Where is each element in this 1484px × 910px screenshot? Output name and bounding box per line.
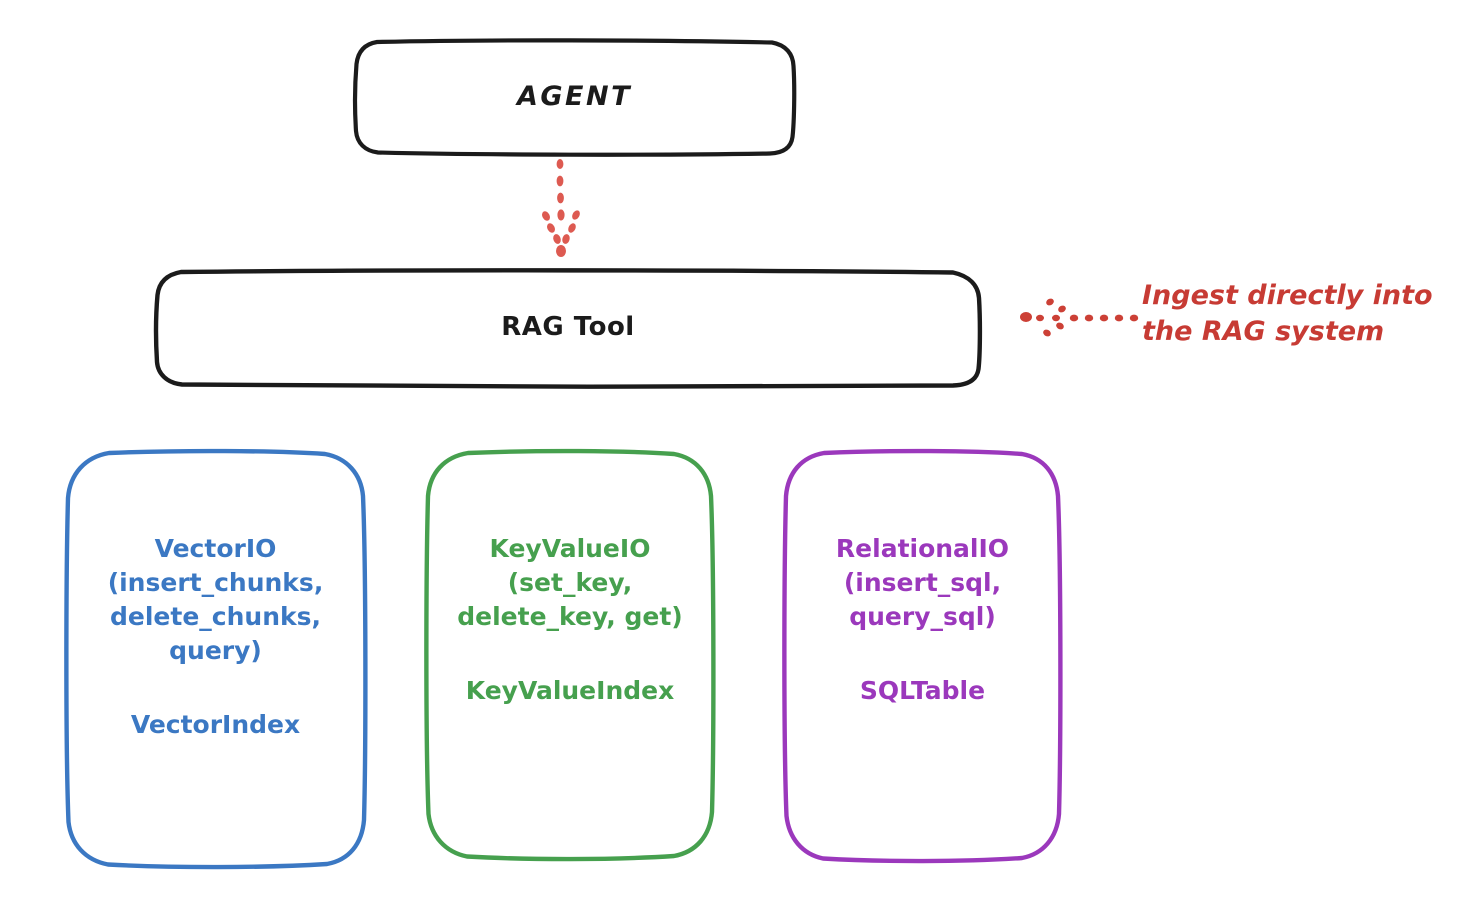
ingest-to-rag-connector	[1020, 298, 1139, 337]
node-agent[interactable]: AGENT	[352, 38, 797, 157]
vector-io-index-label: VectorIndex	[130, 710, 301, 739]
relational-io-box-outline	[782, 448, 1063, 864]
annotation-ingest-directly: Ingest directly into the RAG system	[1142, 280, 1433, 347]
rag-tool-label: RAG Tool	[501, 312, 635, 343]
agent-to-rag-connector	[542, 159, 580, 257]
key-value-io-index-label: KeyValueIndex	[465, 676, 675, 705]
node-key-value-io[interactable]: KeyValueIO (set_key, delete_key, get) Ke…	[424, 448, 716, 870]
vector-io-api-label: VectorIO (insert_chunks, delete_chunks, …	[107, 534, 324, 665]
key-value-io-box-outline	[424, 448, 716, 862]
relational-io-index-label: SQLTable	[859, 676, 986, 705]
node-vector-io[interactable]: VectorIO (insert_chunks, delete_chunks, …	[63, 448, 368, 870]
node-relational-io[interactable]: RelationalIO (insert_sql, query_sql) SQL…	[782, 448, 1063, 870]
key-value-io-api-label: KeyValueIO (set_key, delete_key, get)	[457, 534, 683, 631]
agent-label: AGENT	[516, 80, 632, 112]
relational-io-api-label: RelationalIO (insert_sql, query_sql)	[835, 534, 1010, 631]
node-rag-tool[interactable]: RAG Tool	[153, 268, 983, 389]
